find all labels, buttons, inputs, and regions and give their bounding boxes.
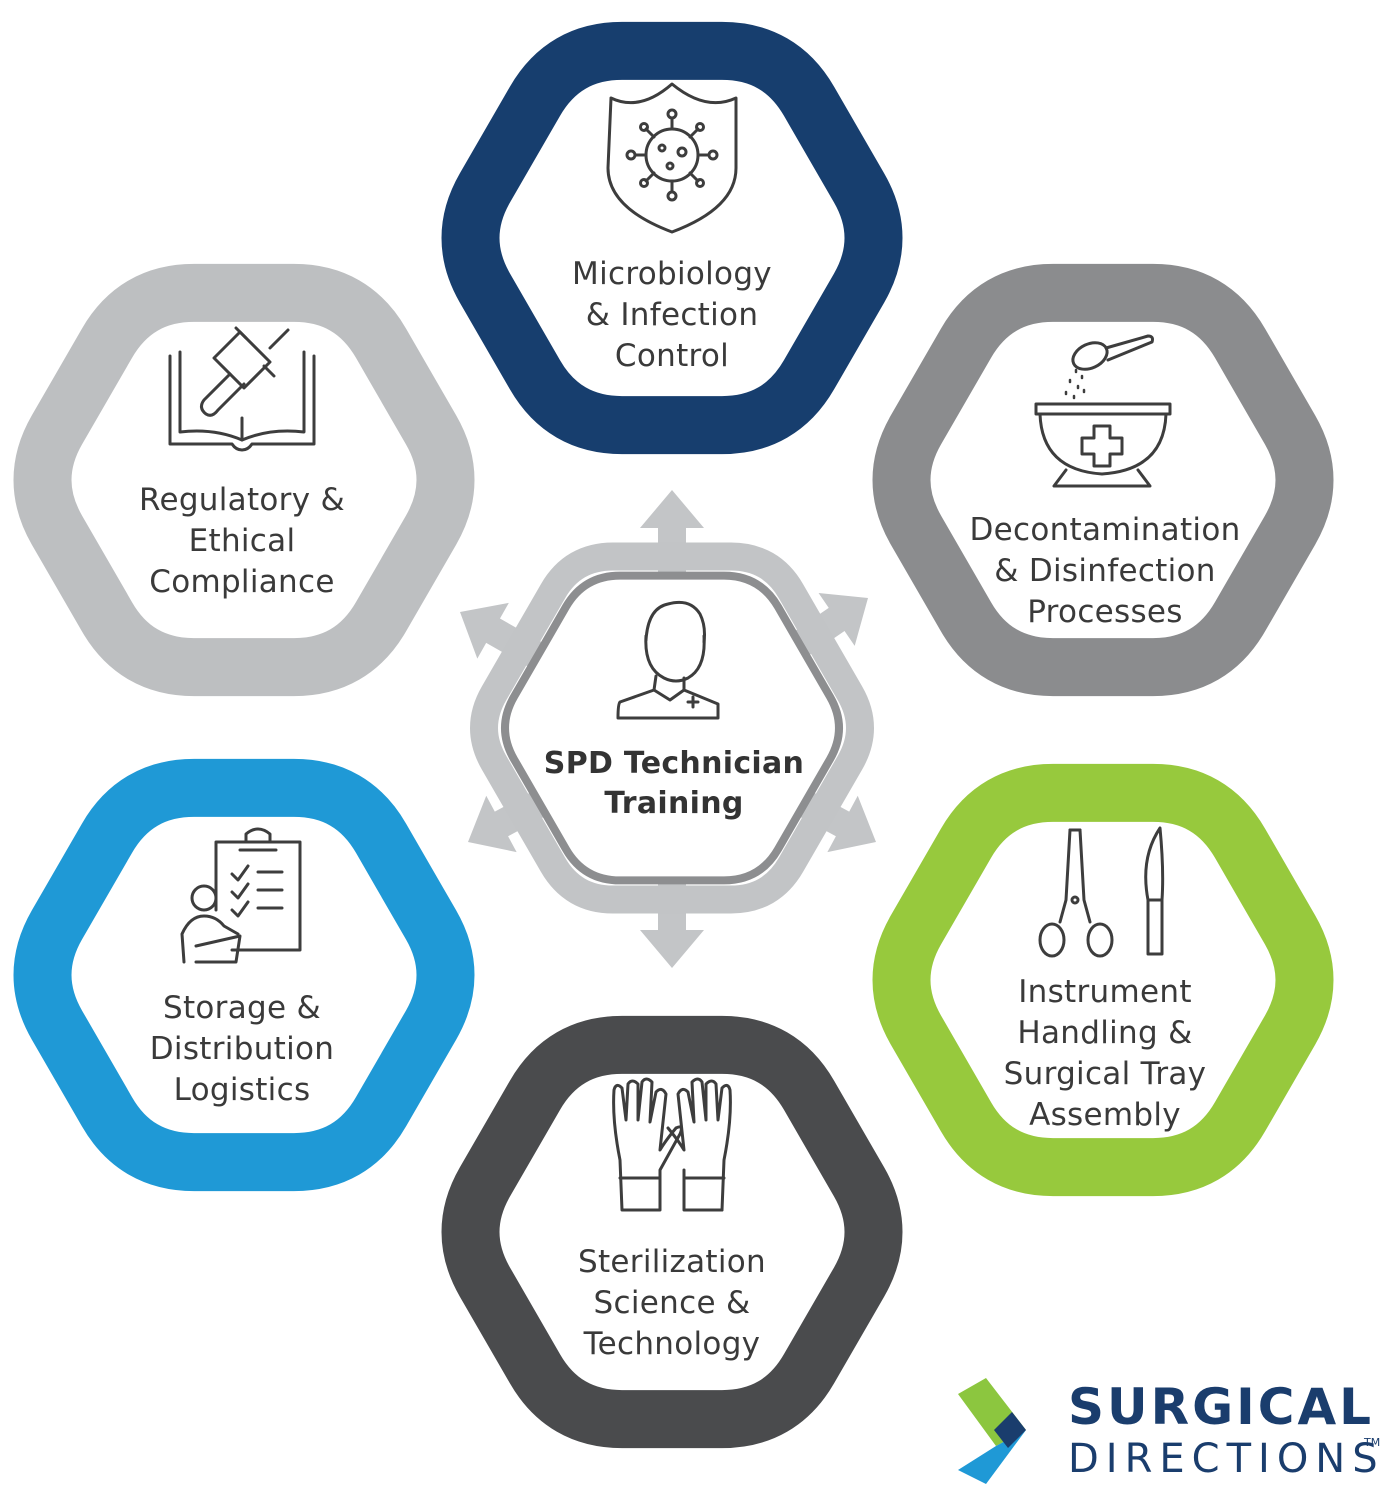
node-label-regulatory: Regulatory & Ethical Compliance [92, 480, 392, 603]
regulatory-line-3: Compliance [149, 564, 335, 600]
decontamination-line-2: & Disinfection [994, 553, 1216, 589]
outer-hexagons [13, 21, 1334, 1449]
regulatory-line-2: Ethical [188, 523, 296, 559]
center-hex-outer-ring [470, 542, 874, 914]
microbiology-line-1: Microbiology [572, 256, 772, 292]
hexagon-regulatory [13, 263, 475, 697]
hexagon-decontamination [872, 263, 1334, 697]
instrument-line-1: Instrument [1018, 974, 1192, 1010]
gloves-icon [612, 1077, 732, 1212]
regulatory-line-1: Regulatory & [139, 482, 345, 518]
sterilization-line-1: Sterilization [577, 1244, 767, 1280]
instrument-line-3: Surgical Tray [1003, 1056, 1207, 1092]
node-label-sterilization: Sterilization Science & Technology [522, 1242, 822, 1365]
center-hexagon [470, 542, 874, 914]
instrument-line-4: Assembly [1029, 1097, 1181, 1133]
instrument-line-2: Handling & [1017, 1015, 1193, 1051]
basin-scoop-icon [1034, 334, 1172, 488]
surgical-directions-logo-mark [958, 1378, 1026, 1484]
node-label-decontamination: Decontamination & Disinfection Processes [945, 510, 1265, 633]
decontamination-line-3: Processes [1027, 594, 1183, 630]
node-label-instrument: Instrument Handling & Surgical Tray Asse… [945, 972, 1265, 1136]
shield-virus-icon [606, 82, 738, 234]
center-label: SPD Technician Training [524, 744, 824, 824]
microbiology-line-2: & Infection [585, 297, 759, 333]
clipboard-person-icon [180, 827, 302, 964]
center-hex-inner-ring [501, 571, 843, 885]
node-label-microbiology: Microbiology & Infection Control [522, 254, 822, 377]
hexagon-microbiology [441, 21, 903, 455]
scissors-scalpel-icon [1038, 826, 1165, 958]
brand-name-directions: DIRECTIONS [1068, 1436, 1384, 1482]
sterilization-line-2: Science & [593, 1285, 751, 1321]
sterilization-line-3: Technology [583, 1326, 761, 1362]
icons [168, 82, 1172, 1212]
storage-line-1: Storage & [162, 990, 322, 1026]
hexagon-instrument [872, 763, 1334, 1197]
center-label-line-2: Training [604, 786, 744, 821]
storage-line-3: Logistics [173, 1072, 311, 1108]
hexagon-storage [13, 758, 475, 1192]
storage-line-2: Distribution [149, 1031, 335, 1067]
gavel-book-icon [168, 326, 316, 452]
brand-trademark: TM [1364, 1436, 1381, 1449]
center-label-line-1: SPD Technician [543, 746, 805, 781]
brand-name-surgical: SURGICAL [1068, 1378, 1375, 1436]
node-label-storage: Storage & Distribution Logistics [92, 988, 392, 1111]
hexagon-sterilization [441, 1015, 903, 1449]
decontamination-line-1: Decontamination [969, 512, 1241, 548]
technician-person-icon [616, 600, 720, 720]
microbiology-line-3: Control [614, 338, 730, 374]
